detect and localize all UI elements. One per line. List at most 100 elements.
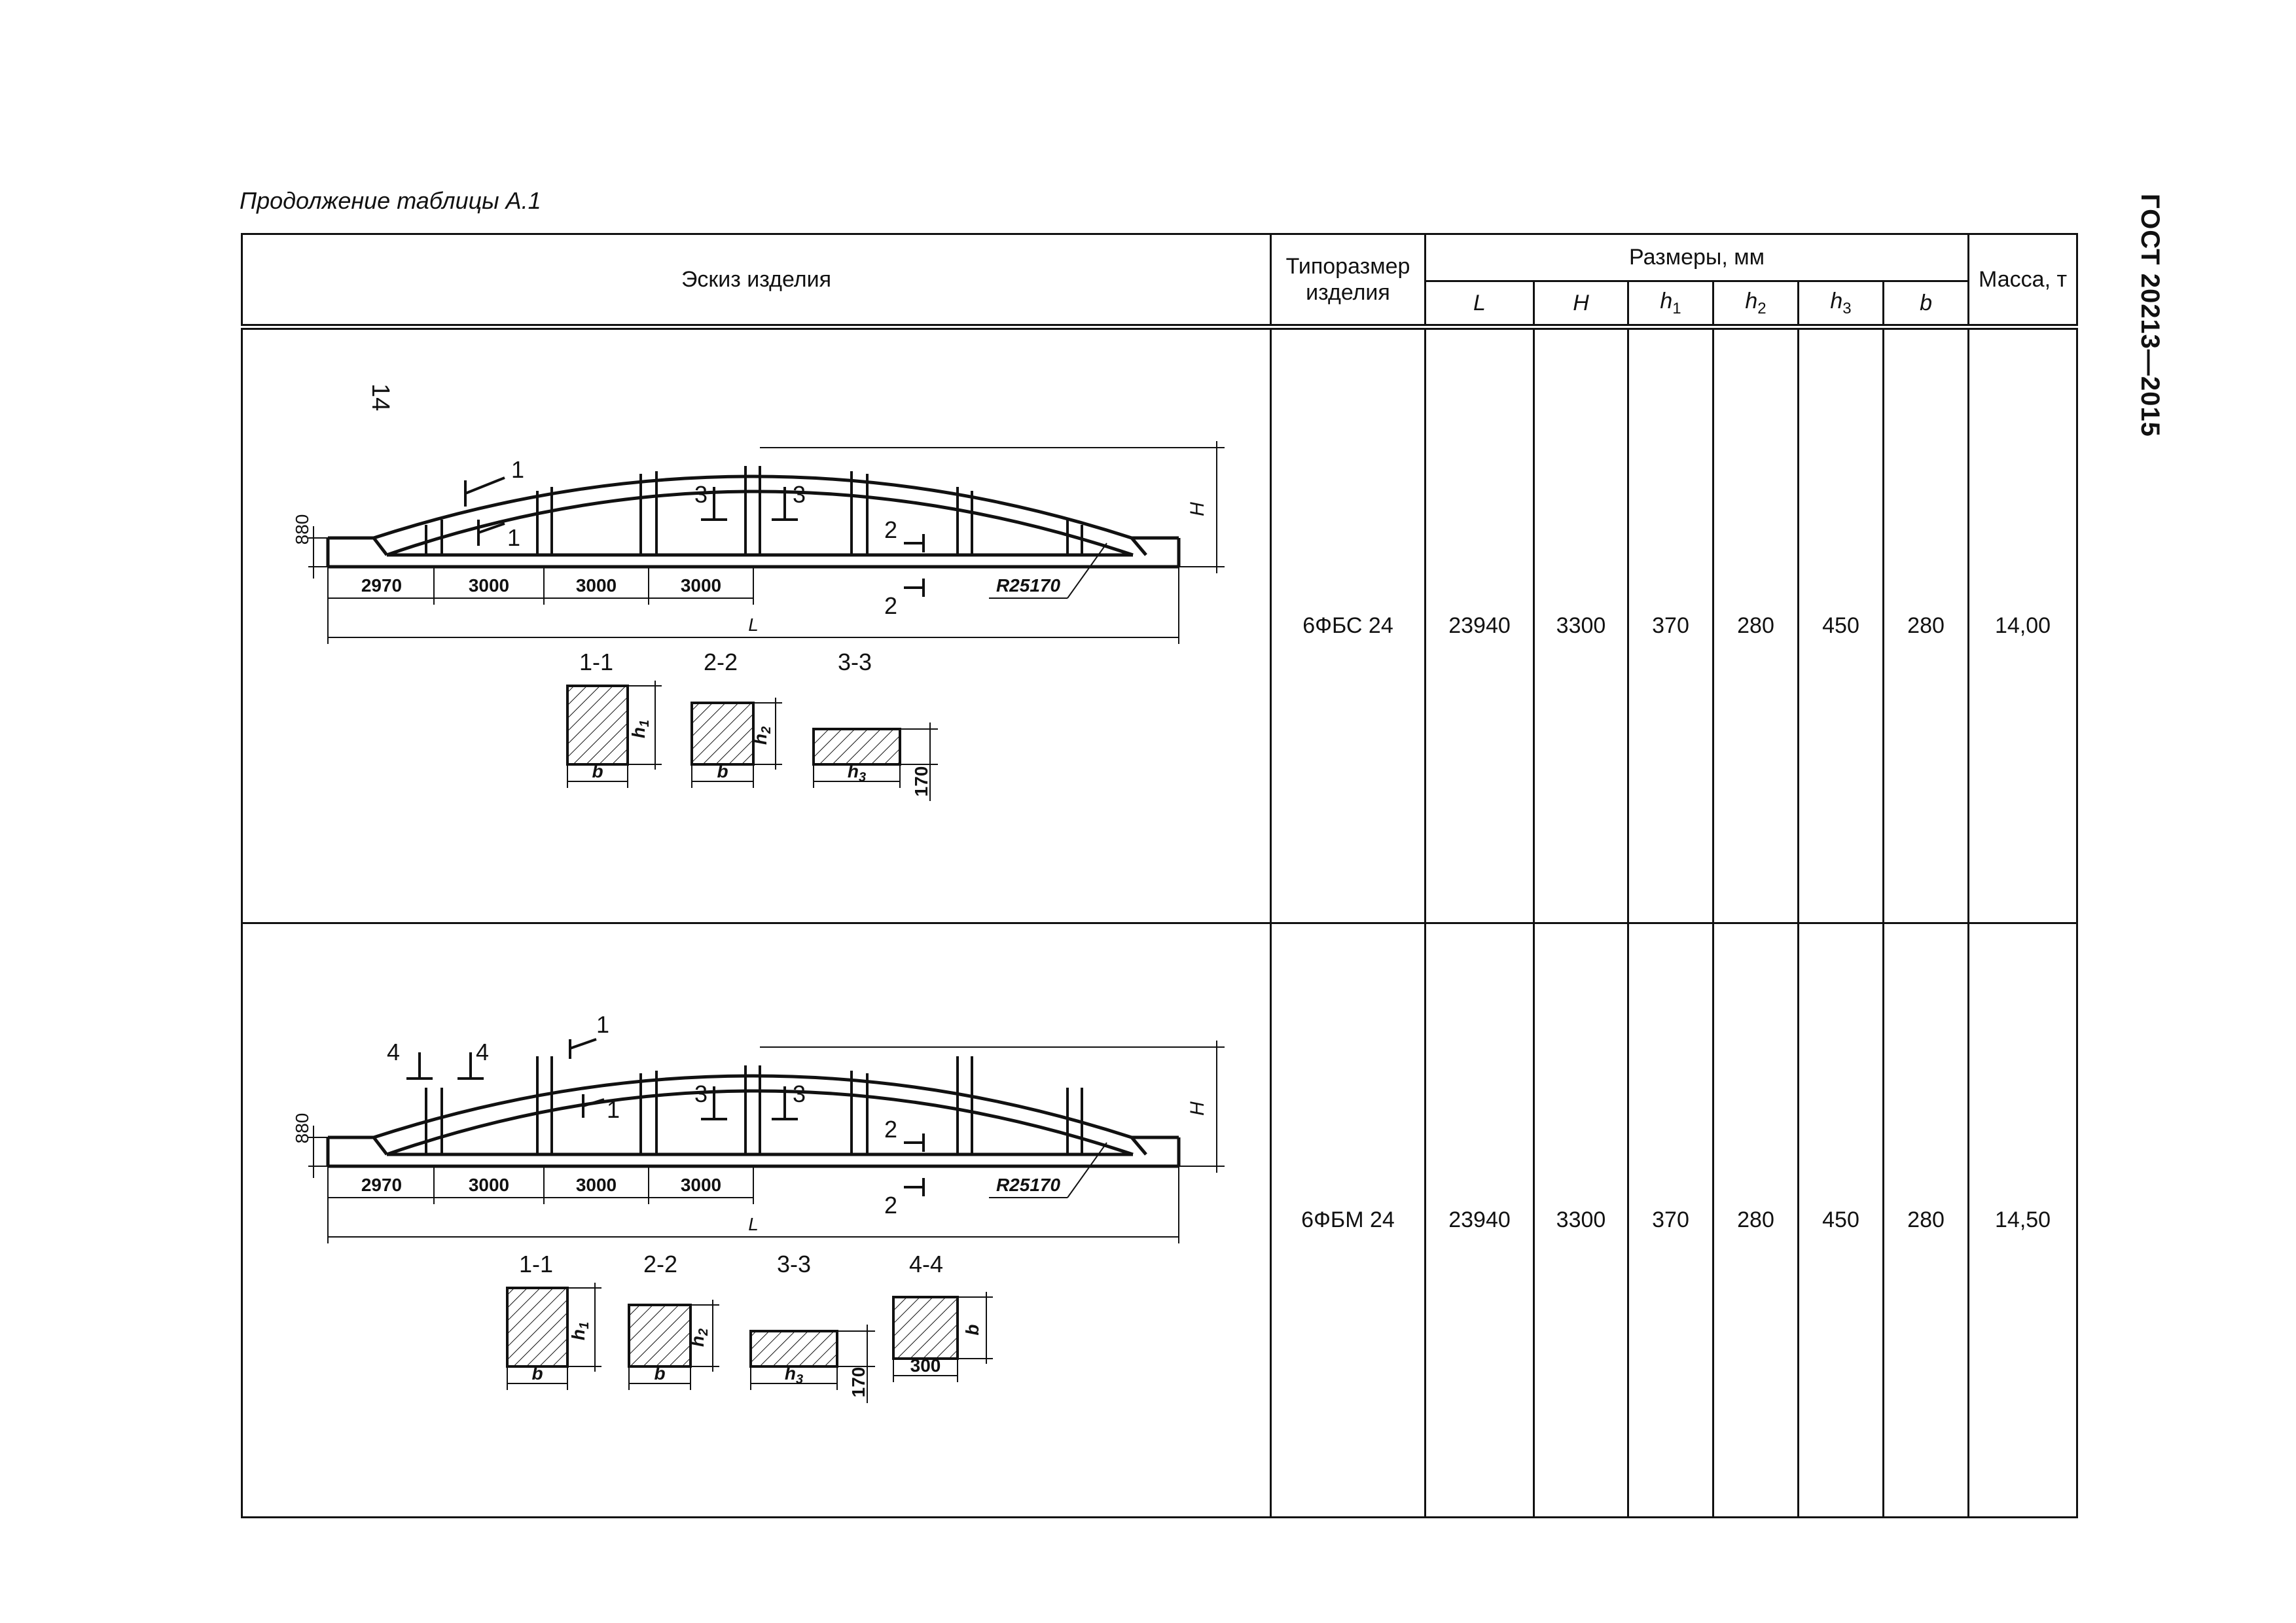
section-3-3-label: 3-3 bbox=[838, 649, 872, 675]
product-table: Эскиз изделия Типоразмер изделия Размеры… bbox=[241, 232, 2079, 1519]
section-3-3 bbox=[812, 728, 901, 766]
dim-880 bbox=[308, 526, 328, 579]
sketch-6fbs24: 880 H 297 bbox=[292, 441, 1225, 802]
cell-h2: 280 bbox=[1712, 326, 1799, 924]
truss-outline bbox=[326, 1074, 1181, 1168]
cut-2-bottom: 2 bbox=[884, 592, 897, 619]
section-2-2-label: 2-2 bbox=[643, 1251, 677, 1277]
dim-L-label: L bbox=[748, 615, 759, 635]
section-1-1-label: 1-1 bbox=[579, 649, 613, 675]
cut-4-right: 4 bbox=[476, 1039, 489, 1065]
table-row: 880 H 2970 3000 bbox=[241, 921, 2079, 1519]
header-mass: Масса, т bbox=[1967, 232, 2079, 330]
cut-markers bbox=[464, 476, 925, 597]
truss-outline bbox=[326, 474, 1181, 569]
cell-b: 280 bbox=[1882, 326, 1970, 924]
sec3-h3: h3 bbox=[848, 761, 866, 785]
span-3: 3000 bbox=[576, 1175, 617, 1195]
span-2: 3000 bbox=[469, 1175, 509, 1195]
cut-1-bottom: 1 bbox=[607, 1096, 620, 1123]
radius-label: R25170 bbox=[996, 1175, 1061, 1195]
page-number-wrap: 14 bbox=[196, 190, 394, 411]
table-caption: Продолжение таблицы А.1 bbox=[240, 187, 541, 214]
header-b: b bbox=[1882, 280, 1970, 330]
dim-H-label: H bbox=[1187, 502, 1208, 516]
dim-H-label: H bbox=[1187, 1101, 1208, 1116]
cut-2-top: 2 bbox=[884, 1116, 897, 1143]
header-h3: h3 bbox=[1797, 280, 1884, 330]
dim-880-label: 880 bbox=[292, 1113, 312, 1144]
truss-verticals bbox=[425, 1056, 1083, 1155]
dim-L-label: L bbox=[748, 1214, 759, 1234]
cut-4-left: 4 bbox=[387, 1039, 400, 1065]
header-type: Типоразмер изделия bbox=[1270, 232, 1426, 330]
cell-h2: 280 bbox=[1712, 921, 1799, 1519]
cut-1-top: 1 bbox=[511, 456, 524, 483]
cell-h3: 450 bbox=[1797, 921, 1884, 1519]
dim-880-label: 880 bbox=[292, 514, 312, 545]
sec2-h2: h2 bbox=[750, 726, 774, 745]
sketch-6fbm24: 880 H 2970 3000 bbox=[292, 1011, 1225, 1404]
sec4-300: 300 bbox=[910, 1355, 941, 1376]
span-1: 2970 bbox=[361, 575, 402, 596]
span-3: 3000 bbox=[576, 575, 617, 596]
sec1-b: b bbox=[531, 1363, 543, 1383]
sec3-h3: h3 bbox=[785, 1363, 803, 1387]
radius-label: R25170 bbox=[996, 575, 1061, 596]
sec3-170: 170 bbox=[911, 766, 931, 797]
table-row: 880 H 297 bbox=[241, 326, 2079, 924]
sec2-b: b bbox=[654, 1363, 665, 1383]
section-4-4-label: 4-4 bbox=[909, 1251, 943, 1277]
section-2-2-label: 2-2 bbox=[704, 649, 738, 675]
span-1: 2970 bbox=[361, 1175, 402, 1195]
section-3-3 bbox=[749, 1330, 838, 1368]
span-4: 3000 bbox=[681, 575, 721, 596]
dim-880 bbox=[308, 1126, 328, 1179]
cut-markers bbox=[406, 1038, 925, 1197]
section-dims bbox=[507, 1283, 993, 1404]
header-L: L bbox=[1424, 280, 1535, 330]
section-2-2 bbox=[691, 702, 755, 766]
cut-2-top: 2 bbox=[884, 516, 897, 543]
sec1-h1: h1 bbox=[628, 720, 652, 738]
sketch-cell-6fbm24: 880 H 2970 3000 bbox=[241, 921, 1272, 1519]
section-1-1 bbox=[566, 685, 629, 766]
header-dimensions: Размеры, мм bbox=[1424, 232, 1970, 283]
sec3-170: 170 bbox=[848, 1367, 869, 1398]
cell-H: 3300 bbox=[1533, 921, 1629, 1519]
section-3-3-label: 3-3 bbox=[777, 1251, 811, 1277]
cell-mass: 14,50 bbox=[1967, 921, 2079, 1519]
sec1-b: b bbox=[592, 761, 603, 781]
header-h1: h1 bbox=[1627, 280, 1714, 330]
span-4: 3000 bbox=[681, 1175, 721, 1195]
cell-H: 3300 bbox=[1533, 326, 1629, 924]
cell-mass: 14,00 bbox=[1967, 326, 2079, 924]
cut-3-left: 3 bbox=[694, 481, 708, 508]
dim-H bbox=[760, 1041, 1225, 1173]
sec2-h2: h2 bbox=[687, 1329, 711, 1347]
dim-H bbox=[760, 441, 1225, 574]
cell-h3: 450 bbox=[1797, 326, 1884, 924]
header-h2: h2 bbox=[1712, 280, 1799, 330]
sec2-b: b bbox=[717, 761, 728, 781]
section-2-2 bbox=[628, 1304, 692, 1368]
span-2: 3000 bbox=[469, 575, 509, 596]
section-dims bbox=[567, 681, 938, 802]
header-sketch: Эскиз изделия bbox=[241, 232, 1272, 330]
cut-2-bottom: 2 bbox=[884, 1192, 897, 1219]
cell-L: 23940 bbox=[1424, 921, 1535, 1519]
cell-type: 6ФБМ 24 bbox=[1270, 921, 1426, 1519]
cut-3-right: 3 bbox=[793, 481, 806, 508]
span-dims bbox=[327, 1166, 1179, 1244]
sec4-b: b bbox=[962, 1325, 982, 1336]
section-1-1-label: 1-1 bbox=[519, 1251, 553, 1277]
cut-1-bottom: 1 bbox=[507, 524, 520, 551]
sec1-h1: h1 bbox=[568, 1322, 592, 1340]
cell-type: 6ФБС 24 bbox=[1270, 326, 1426, 924]
radius-leader bbox=[1067, 1142, 1107, 1198]
cell-L: 23940 bbox=[1424, 326, 1535, 924]
cut-3-left: 3 bbox=[694, 1080, 708, 1107]
truss-verticals bbox=[425, 466, 1083, 556]
cell-h1: 370 bbox=[1627, 921, 1714, 1519]
header-H: H bbox=[1533, 280, 1629, 330]
